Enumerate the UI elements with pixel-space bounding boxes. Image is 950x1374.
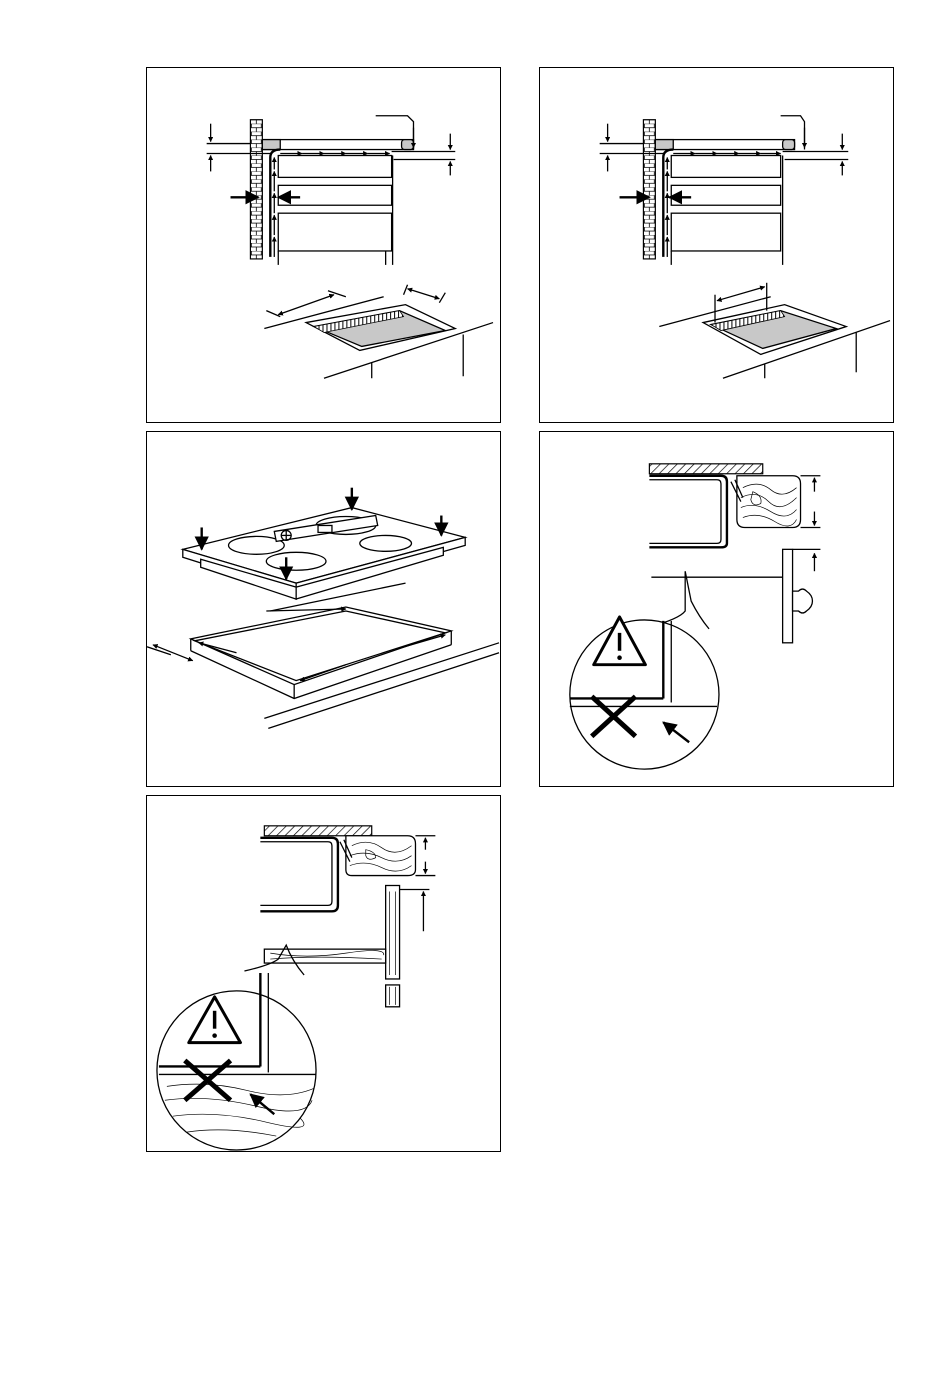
hob-body	[260, 838, 338, 912]
wooden-shelf	[264, 885, 429, 1006]
figure-door-protection	[539, 431, 894, 787]
worktop-seal	[262, 140, 280, 150]
panel-bottom	[671, 213, 780, 251]
worktop-cutout	[264, 285, 493, 378]
brick-wall	[250, 120, 262, 259]
shelf-protection-diagram	[147, 796, 500, 1151]
worktop-cutout	[659, 283, 890, 378]
height-dimension	[801, 476, 821, 528]
worktop	[649, 464, 762, 474]
worktop-edge	[783, 140, 795, 150]
drawer-bottom	[278, 213, 391, 251]
ventilation-shelf-diagram	[540, 68, 893, 422]
worktop-edge	[402, 140, 414, 150]
hob-insertion-diagram	[147, 432, 500, 786]
panel-top	[671, 156, 780, 178]
magnifier-callout	[157, 945, 316, 1150]
wood-block	[340, 836, 416, 876]
door-protection-diagram	[540, 432, 893, 786]
ventilation-drawer-diagram	[147, 68, 500, 422]
figure-ventilation-drawer	[146, 67, 501, 423]
figure-shelf-protection	[146, 795, 501, 1152]
magnifier-callout	[570, 571, 719, 769]
worktop	[655, 140, 794, 150]
wood-block	[731, 476, 801, 528]
height-dimension	[415, 836, 435, 876]
worktop-seal	[655, 140, 673, 150]
worktop	[262, 140, 413, 150]
drawer-top	[278, 156, 391, 178]
panel-middle	[671, 185, 780, 205]
worktop-frame	[147, 583, 499, 728]
hob-body	[649, 476, 727, 548]
hob	[183, 508, 465, 599]
figure-hob-insertion	[146, 431, 501, 787]
worktop	[264, 826, 371, 836]
brick-wall	[643, 120, 655, 259]
figure-ventilation-shelf	[539, 67, 894, 423]
door-knob	[793, 589, 813, 613]
drawer-middle	[278, 185, 391, 205]
